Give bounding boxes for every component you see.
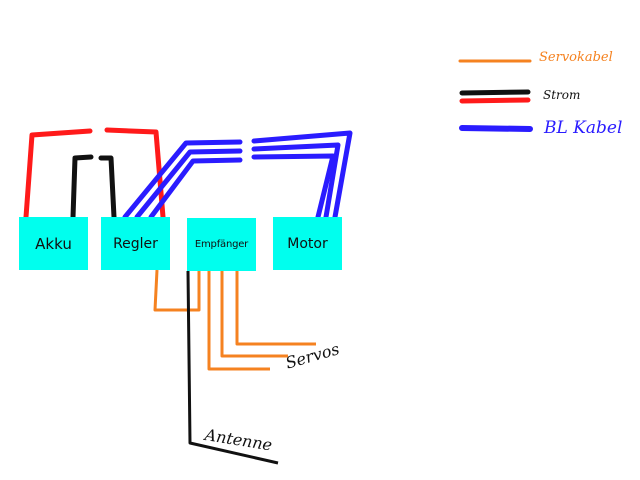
empfaenger-label: Empfänger bbox=[194, 239, 249, 250]
bl-wire-1 bbox=[122, 130, 353, 220]
motor-label: Motor bbox=[287, 235, 328, 252]
legend-strom-black-line bbox=[459, 89, 531, 96]
motor-box: Motor bbox=[273, 217, 342, 270]
black-wire-left bbox=[70, 154, 94, 220]
akku-box: Akku bbox=[19, 217, 88, 270]
akku-label: Akku bbox=[35, 234, 72, 253]
regler-box: Regler bbox=[101, 217, 170, 270]
bl-wire-2 bbox=[134, 142, 341, 220]
bl-wire-3 bbox=[148, 153, 336, 220]
servo-cable-regler bbox=[153, 269, 201, 312]
servo-cable-3 bbox=[235, 271, 316, 346]
servo-cable-1 bbox=[207, 271, 270, 371]
regler-label: Regler bbox=[113, 235, 158, 252]
black-wire-right bbox=[98, 155, 117, 220]
legend-servokabel-label: Servokabel bbox=[539, 50, 613, 65]
legend-bl-line bbox=[459, 125, 533, 132]
red-wire-left bbox=[23, 128, 93, 220]
legend-strom-label: Strom bbox=[543, 88, 581, 102]
empfaenger-box: Empfänger bbox=[187, 218, 256, 271]
servo-cable-2 bbox=[220, 271, 288, 358]
legend-bl-kabel-label: BL Kabel bbox=[544, 118, 623, 138]
antenna-wire bbox=[186, 270, 279, 465]
legend-strom-red-line bbox=[459, 97, 531, 104]
